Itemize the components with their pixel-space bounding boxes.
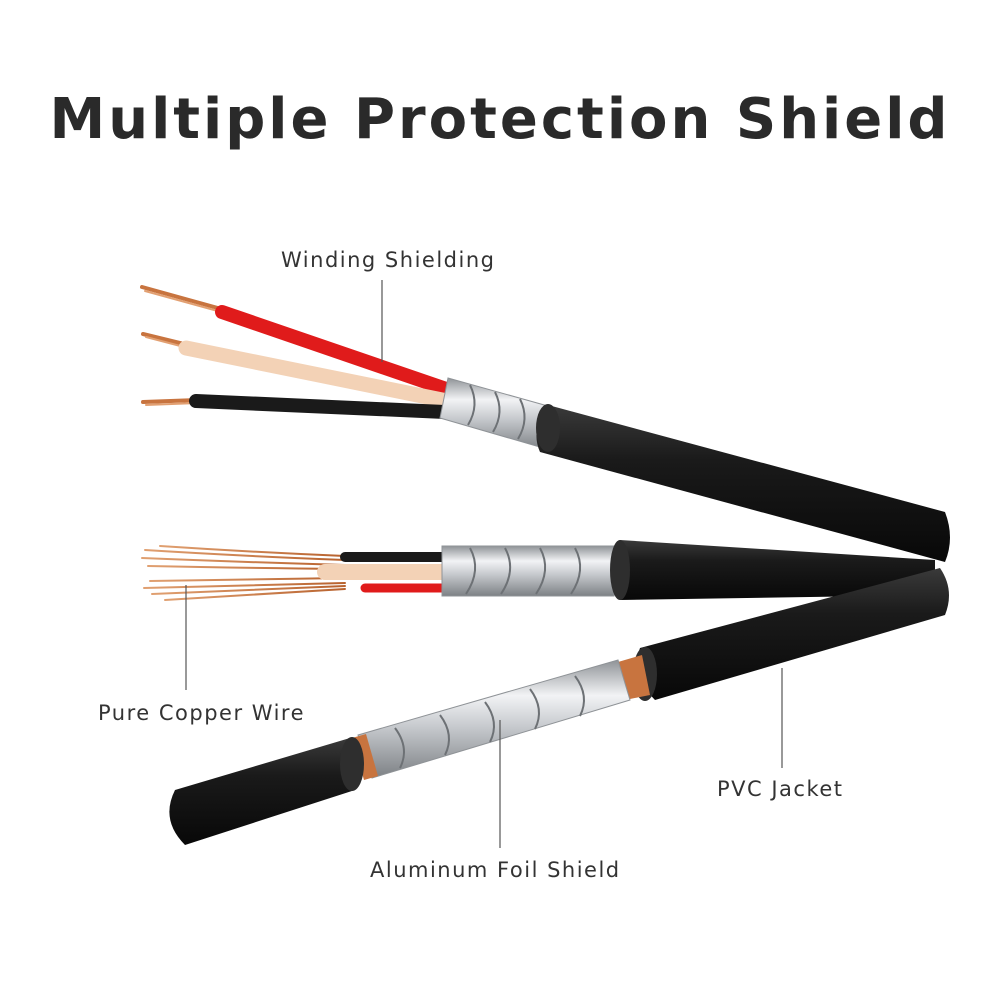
middle-pvc-jacket — [614, 540, 935, 600]
top-red-wire — [215, 305, 462, 399]
label-pure-copper-wire: Pure Copper Wire — [98, 701, 306, 725]
bottom-pvc-jacket-front — [169, 738, 361, 845]
top-black-wire — [189, 394, 452, 419]
top-cable — [140, 285, 950, 562]
middle-copper-strands — [139, 545, 346, 601]
bottom-pvc-jacket-rear — [637, 568, 949, 700]
bottom-cable — [169, 568, 949, 845]
middle-foil-wrap — [441, 545, 615, 597]
label-winding-shielding: Winding Shielding — [281, 248, 496, 272]
label-pvc-jacket: PVC Jacket — [717, 777, 844, 801]
callout-lines — [185, 280, 783, 848]
page-title: Multiple Protection Shield — [49, 87, 951, 152]
top-copper-strands — [140, 285, 227, 406]
middle-cable — [139, 540, 935, 601]
label-aluminum-foil-shield: Aluminum Foil Shield — [370, 858, 621, 882]
top-pvc-jacket — [536, 405, 950, 562]
top-beige-wire — [178, 340, 460, 410]
